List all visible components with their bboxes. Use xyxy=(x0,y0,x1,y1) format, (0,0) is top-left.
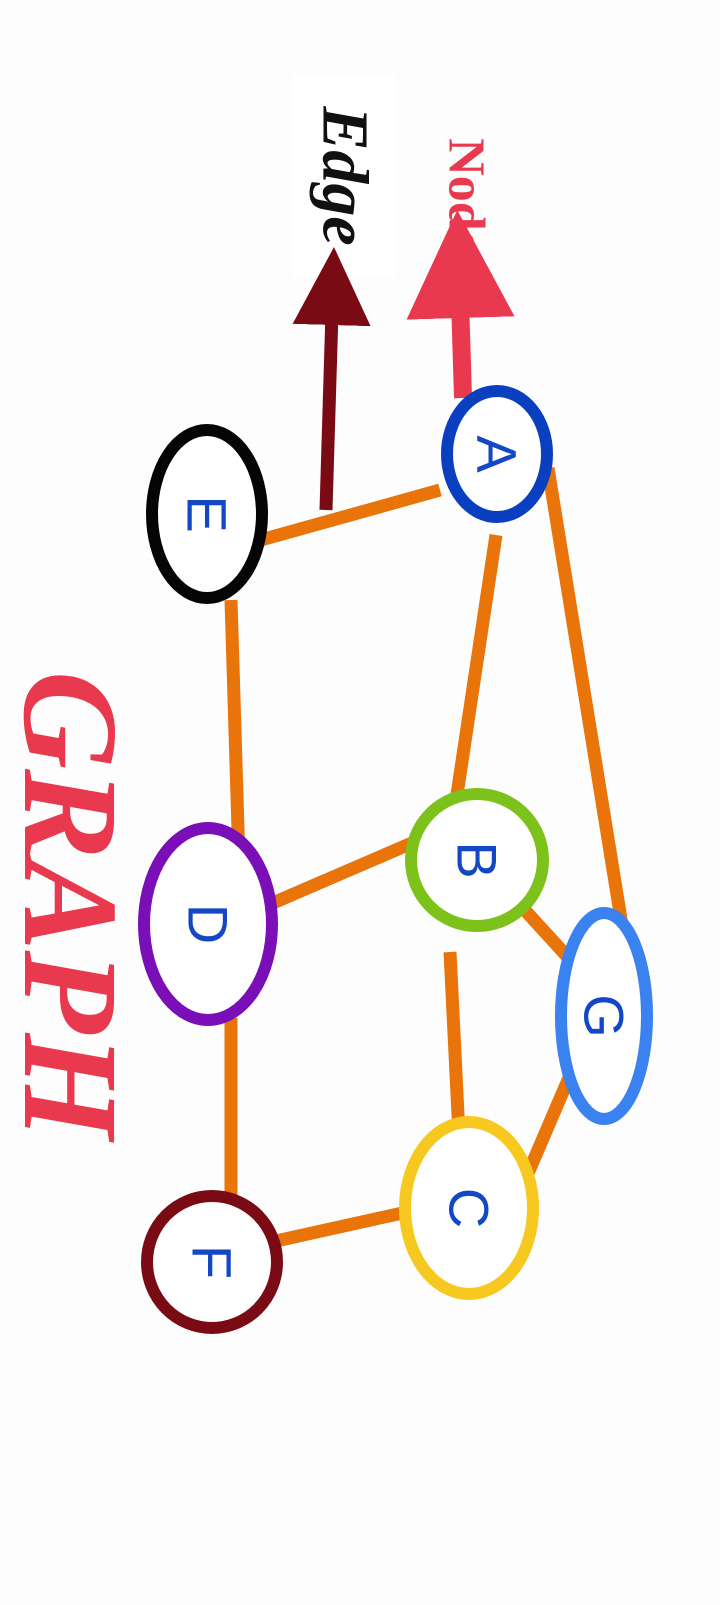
edges-layer xyxy=(224,466,633,1252)
node-ring-a xyxy=(441,385,553,523)
graph-title: GRAPH xyxy=(0,671,145,1144)
node-d: D xyxy=(138,822,278,1026)
node-ring-c xyxy=(399,1116,539,1300)
node-letter-d: D xyxy=(177,904,240,944)
node-c: C xyxy=(399,1116,539,1300)
node-letter-f: F xyxy=(181,1245,244,1279)
node-letter-b: B xyxy=(446,841,509,878)
node-b: B xyxy=(405,788,549,932)
node-a: A xyxy=(441,385,553,523)
edge-c-f xyxy=(256,1201,427,1252)
node-ring-e xyxy=(146,424,268,604)
node-ring-d xyxy=(138,822,278,1026)
edge-label: Edge xyxy=(309,105,382,245)
nodes-layer: A B C D E F G xyxy=(138,385,653,1334)
node-label-arrow xyxy=(406,210,515,399)
node-e: E xyxy=(146,424,268,604)
node-label: Node xyxy=(438,138,495,254)
edge-a-g xyxy=(541,466,633,952)
edge-b-d xyxy=(249,837,415,918)
node-f: F xyxy=(141,1190,283,1334)
edge-a-e xyxy=(241,483,442,552)
node-letter-c: C xyxy=(438,1188,501,1228)
node-letter-g: G xyxy=(573,994,636,1038)
edge-b-c xyxy=(443,951,466,1136)
node-ring-f xyxy=(141,1190,283,1334)
node-letter-a: A xyxy=(466,435,529,473)
edge-label-box xyxy=(292,74,396,278)
node-ring-b xyxy=(405,788,549,932)
node-ring-g xyxy=(555,907,653,1125)
node-g: G xyxy=(555,907,653,1125)
node-letter-e: E xyxy=(176,495,239,532)
edge-label-arrow xyxy=(292,247,371,511)
edge-a-b xyxy=(445,534,503,829)
edge-e-d xyxy=(224,599,246,863)
